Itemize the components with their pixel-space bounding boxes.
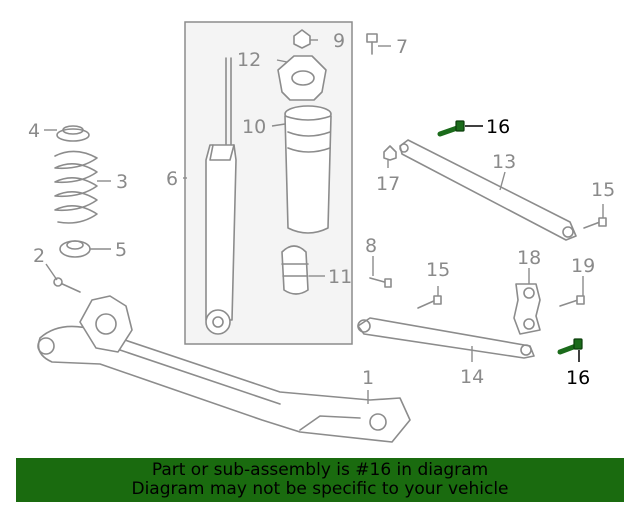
part-info-banner: Part or sub-assembly is #16 in diagram D… xyxy=(16,458,624,502)
label-19: 19 xyxy=(571,255,595,277)
label-8: 8 xyxy=(365,235,377,257)
label-12: 12 xyxy=(237,49,261,71)
bolt-15-lower[interactable] xyxy=(417,295,442,309)
nut[interactable] xyxy=(293,29,311,49)
banner-line-1: Part or sub-assembly is #16 in diagram xyxy=(151,460,489,480)
bolt[interactable] xyxy=(366,33,378,55)
label-10: 10 xyxy=(242,116,266,138)
part-16-bolt-upper[interactable] xyxy=(437,120,465,137)
coil-spring[interactable] xyxy=(54,150,98,224)
label-17: 17 xyxy=(376,173,400,195)
label-16-upper: 16 xyxy=(486,116,510,138)
bolt-8[interactable] xyxy=(369,277,392,288)
label-11: 11 xyxy=(328,266,352,288)
lower-spring-seat[interactable] xyxy=(59,240,91,258)
label-9: 9 xyxy=(333,30,345,52)
label-15-lower: 15 xyxy=(426,259,450,281)
label-3: 3 xyxy=(116,171,128,193)
label-6: 6 xyxy=(166,168,178,190)
bolt-19[interactable] xyxy=(559,295,585,307)
label-2: 2 xyxy=(33,245,45,267)
label-4: 4 xyxy=(28,120,40,142)
bump-stop[interactable] xyxy=(281,245,309,295)
label-14: 14 xyxy=(460,366,484,388)
upper-mount[interactable] xyxy=(277,55,327,101)
banner-line-2: Diagram may not be specific to your vehi… xyxy=(131,479,509,499)
bolt-2[interactable] xyxy=(53,277,81,293)
label-1: 1 xyxy=(362,367,374,389)
label-15-upper: 15 xyxy=(591,179,615,201)
stabilizer-link[interactable] xyxy=(513,283,541,335)
label-16-lower: 16 xyxy=(566,367,590,389)
lower-link[interactable] xyxy=(357,317,535,359)
parts-diagram: 1 2 3 4 5 6 7 8 9 10 11 12 13 14 15 15 1… xyxy=(28,21,615,443)
label-5: 5 xyxy=(115,239,127,261)
label-7: 7 xyxy=(396,36,408,58)
bolt-15-upper[interactable] xyxy=(583,217,607,229)
part-16-bolt-lower[interactable] xyxy=(557,338,583,355)
axle-beam[interactable] xyxy=(37,295,411,443)
nut-17[interactable] xyxy=(383,145,397,161)
upper-link[interactable] xyxy=(399,139,577,241)
spring-insulator[interactable] xyxy=(56,125,90,142)
shock-absorber[interactable] xyxy=(205,57,237,335)
dust-boot[interactable] xyxy=(284,105,332,234)
label-18: 18 xyxy=(517,247,541,269)
label-13: 13 xyxy=(492,151,516,173)
